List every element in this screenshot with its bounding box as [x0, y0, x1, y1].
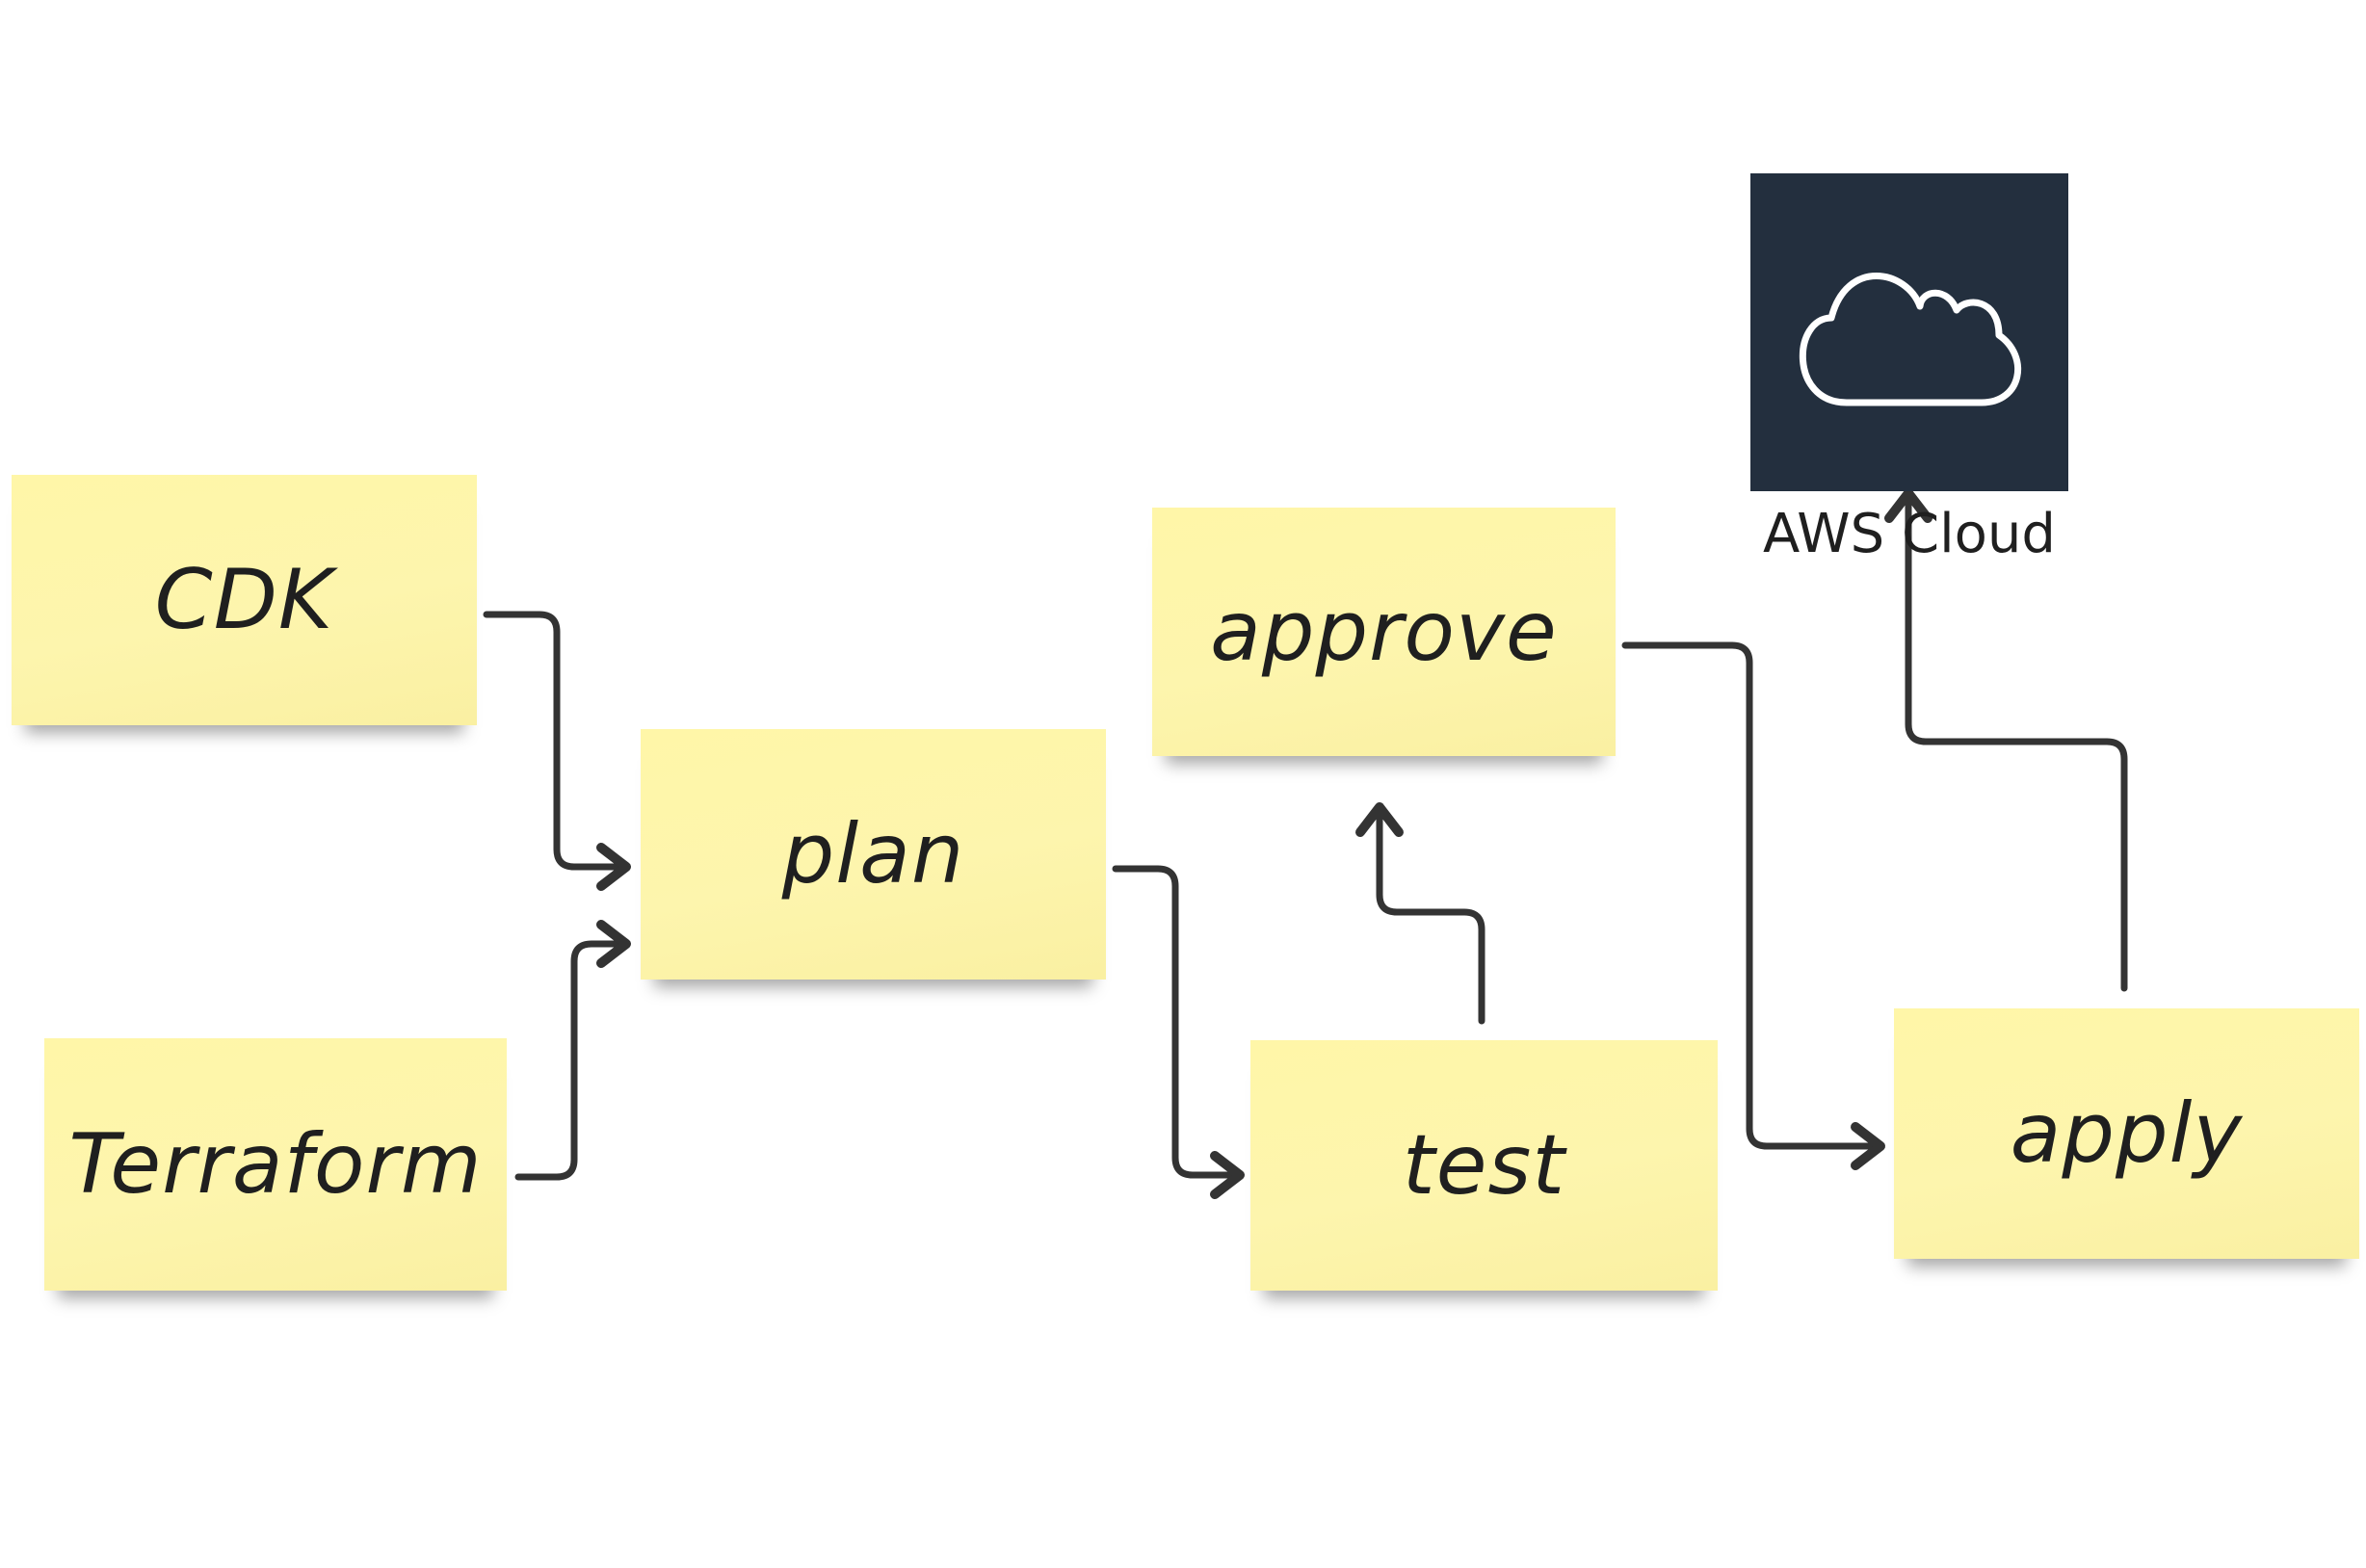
sticky-note-apply[interactable]: apply	[1894, 1008, 2359, 1259]
connector-terraform-to-plan[interactable]	[514, 920, 631, 1181]
connector-apply-to-aws-cloud[interactable]	[1884, 488, 2128, 992]
sticky-note-label: CDK	[154, 552, 334, 648]
sticky-note-test[interactable]: test	[1250, 1040, 1718, 1291]
connector-test-to-approve[interactable]	[1355, 802, 1485, 1025]
sticky-note-approve[interactable]: approve	[1152, 508, 1616, 756]
cloud-icon	[1800, 273, 2022, 406]
sticky-note-terraform[interactable]: Terraform	[44, 1038, 507, 1291]
sticky-note-label: apply	[2010, 1085, 2244, 1182]
connector-cdk-to-plan[interactable]	[483, 611, 631, 891]
connector-plan-to-test[interactable]	[1112, 865, 1245, 1199]
sticky-note-plan[interactable]: plan	[641, 729, 1106, 980]
sticky-note-label: Terraform	[68, 1116, 483, 1213]
aws-cloud-box[interactable]	[1750, 173, 2068, 491]
sticky-note-label: approve	[1210, 584, 1558, 680]
sticky-note-cdk[interactable]: CDK	[12, 475, 477, 725]
aws-cloud-label: AWS Cloud	[1763, 503, 2056, 565]
sticky-note-label: plan	[781, 806, 965, 902]
sticky-note-label: test	[1402, 1117, 1566, 1214]
